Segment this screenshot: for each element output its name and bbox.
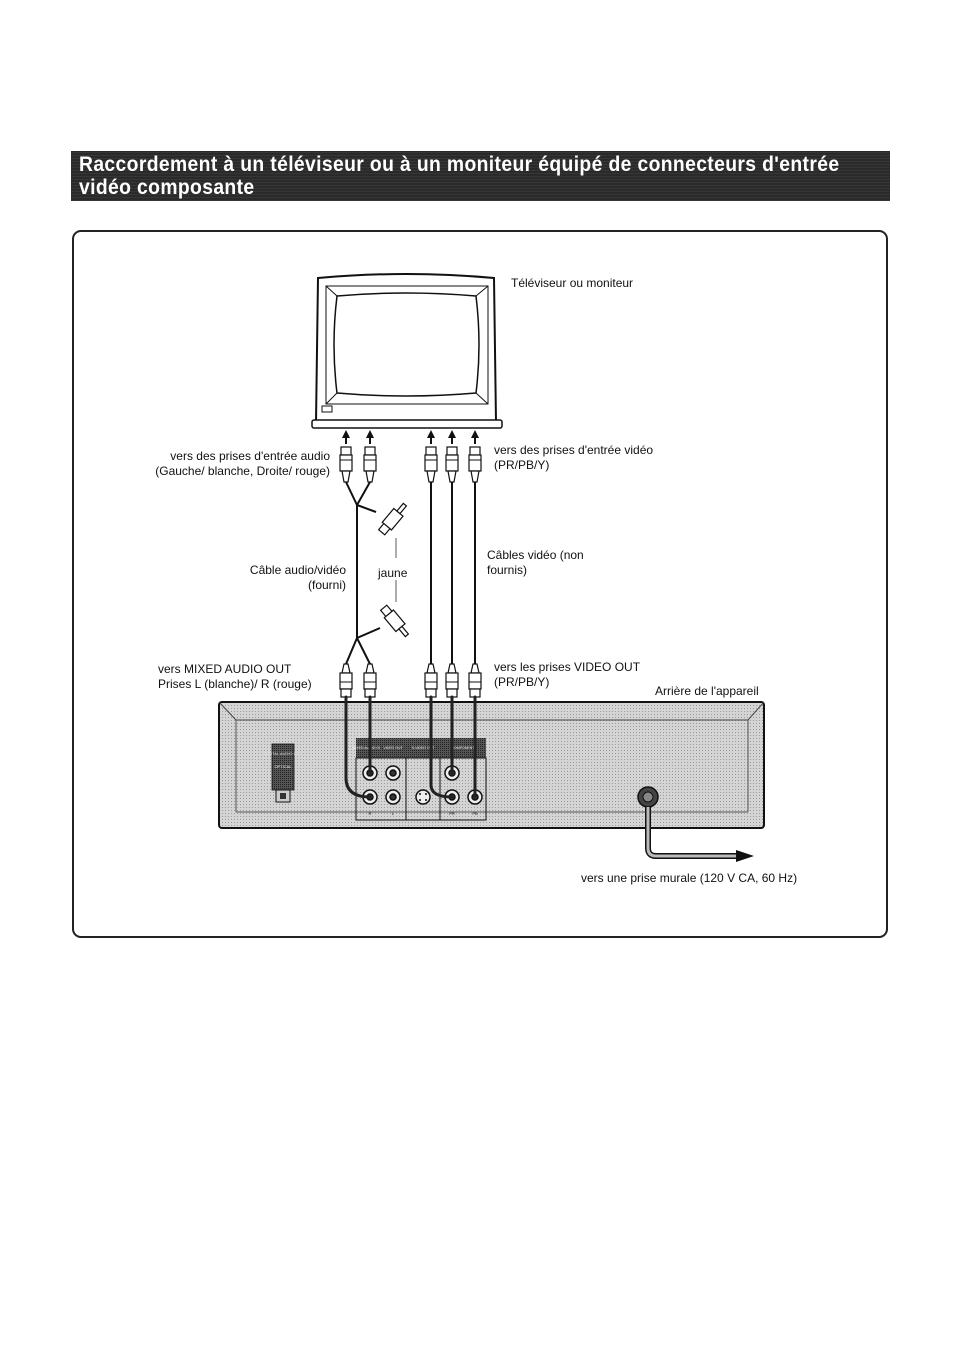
tv-label: Téléviseur ou moniteur xyxy=(511,276,634,290)
yellow-label: jaune xyxy=(378,566,408,580)
audio-input-label: vers des prises d'entrée audio (Gauche/ … xyxy=(155,449,330,478)
digital-out-label: DIGITAL AUDIO OUT xyxy=(264,751,303,756)
tv-monitor-icon xyxy=(311,273,503,429)
rca-plug-icon xyxy=(339,663,482,698)
s-video-label: S-VIDEO OUT xyxy=(412,746,436,750)
arrow-right-icon xyxy=(736,850,754,862)
jack-pr-label: PR xyxy=(449,811,455,816)
video-cables-label: Câbles vidéo (non fournis) xyxy=(487,548,584,577)
title-banner: Raccordement à un téléviseur ou à un mon… xyxy=(71,151,890,201)
wall-outlet-label: vers une prise murale (120 V CA, 60 Hz) xyxy=(581,871,798,885)
arrow-up-icon xyxy=(342,430,479,444)
rear-label: Arrière de l'appareil xyxy=(655,684,759,698)
optical-label: OPTICAL xyxy=(274,764,292,769)
jack-pb-label: PB xyxy=(472,811,478,816)
component-label: COMPONENT xyxy=(452,746,476,750)
unit-rear-panel xyxy=(218,701,765,829)
mixed-audio-label: MIXED AUDIO OUT xyxy=(352,746,384,750)
page-title: Raccordement à un téléviseur ou à un mon… xyxy=(79,153,840,199)
jack-l-label: L xyxy=(392,811,395,816)
mixed-audio-out-label: vers MIXED AUDIO OUT Prises L (blanche)/… xyxy=(158,662,312,691)
video-out-label: VIDEO OUT xyxy=(383,746,403,750)
power-cord xyxy=(637,786,754,862)
diagram-frame xyxy=(72,230,888,938)
rca-plug-icon xyxy=(339,446,482,483)
av-cable xyxy=(345,481,381,665)
video-cables xyxy=(430,482,476,664)
av-cable-label: Câble audio/vidéo (fourni) xyxy=(249,563,346,592)
jack-r-label: R xyxy=(369,811,372,816)
yellow-rca-plug-icon xyxy=(377,502,410,638)
video-input-label: vers des prises d'entrée vidéo (PR/PB/Y) xyxy=(494,443,654,472)
video-out-jacks-label: vers les prises VIDEO OUT (PR/PB/Y) xyxy=(494,660,641,689)
